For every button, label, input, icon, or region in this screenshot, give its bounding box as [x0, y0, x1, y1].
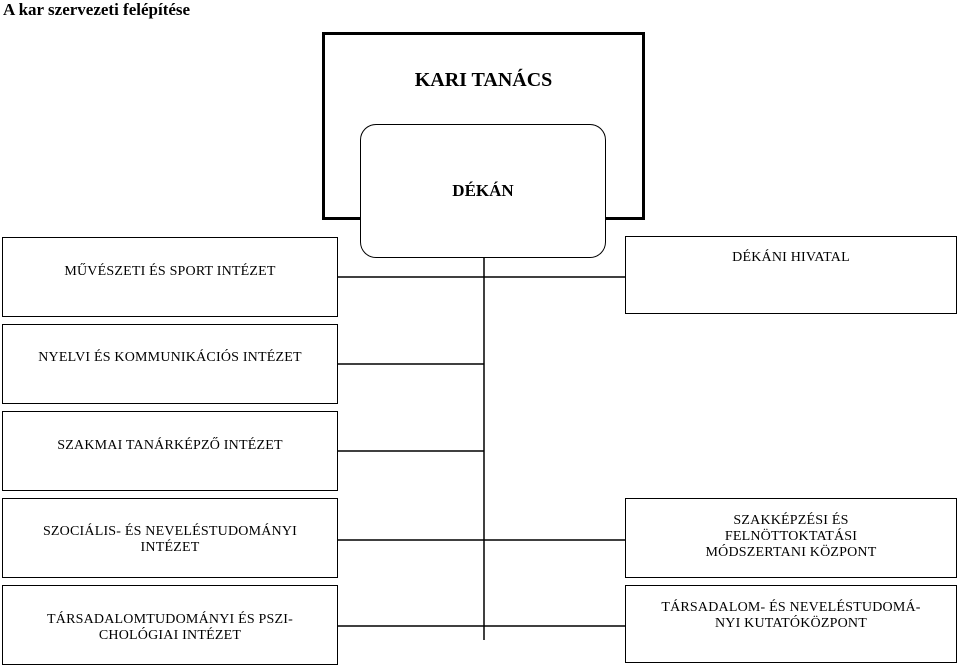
unit-box-research-center: TÁRSADALOM- ÉS NEVELÉSTUDOMÁ- NYI KUTATÓ… — [625, 585, 957, 663]
unit-box-teacher-training: SZAKMAI TANÁRKÉPZŐ INTÉZET — [2, 411, 338, 491]
unit-label: SZAKKÉPZÉSI ÉS FELNÖTTOKTATÁSI MÓDSZERTA… — [705, 513, 877, 560]
unit-label: SZOCIÁLIS- ÉS NEVELÉSTUDOMÁNYI INTÉZET — [42, 524, 298, 555]
page-title: A kar szervezeti felépítése — [3, 0, 191, 19]
unit-label: TÁRSADALOMTUDOMÁNYI ÉS PSZI- CHOLÓGIAI I… — [47, 612, 293, 643]
unit-label: MŰVÉSZETI ÉS SPORT INTÉZET — [64, 264, 276, 279]
unit-box-social-education: SZOCIÁLIS- ÉS NEVELÉSTUDOMÁNYI INTÉZET — [2, 498, 338, 578]
unit-box-art-sport: MŰVÉSZETI ÉS SPORT INTÉZET — [2, 237, 338, 317]
dean-box: DÉKÁN — [360, 124, 606, 258]
unit-label: DÉKÁNI HIVATAL — [732, 250, 850, 265]
unit-label: NYELVI ÉS KOMMUNIKÁCIÓS INTÉZET — [38, 350, 302, 365]
unit-box-social-psychology: TÁRSADALOMTUDOMÁNYI ÉS PSZI- CHOLÓGIAI I… — [2, 585, 338, 665]
unit-label: SZAKMAI TANÁRKÉPZŐ INTÉZET — [57, 438, 283, 453]
unit-box-dean-office: DÉKÁNI HIVATAL — [625, 236, 957, 314]
dean-label: DÉKÁN — [452, 181, 514, 200]
council-label: KARI TANÁCS — [414, 69, 553, 91]
unit-box-vocational-center: SZAKKÉPZÉSI ÉS FELNÖTTOKTATÁSI MÓDSZERTA… — [625, 498, 957, 578]
unit-box-language-communication: NYELVI ÉS KOMMUNIKÁCIÓS INTÉZET — [2, 324, 338, 404]
unit-label: TÁRSADALOM- ÉS NEVELÉSTUDOMÁ- NYI KUTATÓ… — [661, 600, 921, 631]
